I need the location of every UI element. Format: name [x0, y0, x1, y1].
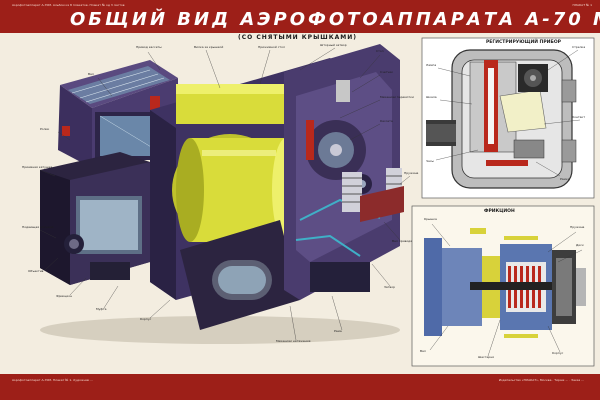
friction-inset: [411, 205, 595, 367]
footer-fine-right: Издательство «ПЛАКАТ», Москва · Тираж ..…: [498, 378, 584, 382]
callout-label: Стол: [376, 49, 384, 53]
callout-label: Вилка за крышкой: [194, 45, 224, 49]
callout-label: Прижимной стол: [258, 45, 285, 49]
callout-label: Вал привода: [392, 239, 413, 243]
registrar-label: Стрелка: [572, 45, 586, 49]
registrar-label: Лампа: [426, 63, 437, 67]
callout-label: Затвор: [384, 285, 396, 289]
callout-label: Корпус: [140, 317, 152, 321]
registrar-label: Контакт: [572, 115, 586, 119]
top-banner: Аэрофотоаппарат А-70М. Альбом из 8 плака…: [0, 0, 600, 33]
callout-label: Подающая катушка: [22, 225, 54, 229]
friction-label: Диск: [576, 243, 584, 247]
registrar-label: Рамка: [560, 177, 570, 181]
callout-label: Шторный затвор: [320, 43, 347, 47]
callout-label: Кассета: [380, 119, 393, 123]
bottom-banner: Аэрофотоаппарат А-70М. Плакат № 1. Худож…: [0, 374, 600, 400]
header-fine-left: Аэрофотоаппарат А-70М. Альбом из 8 плака…: [12, 3, 125, 7]
poster-title: ОБЩИЙ ВИД АЭРОФОТОАППАРАТА А-70 М: [70, 9, 600, 30]
callout-label: Муфта: [96, 307, 107, 311]
leader-lines: [39, 47, 411, 341]
friction-label: Корпус: [552, 351, 564, 355]
header-fine-right: ПЛАКАТ № 1: [572, 3, 592, 7]
callout-label: Рама: [334, 329, 342, 333]
callout-label: Фрикцион: [56, 294, 73, 298]
callout-label: Ролик: [40, 127, 50, 131]
callout-label: Привод кассеты: [136, 45, 162, 49]
registrar-label: Часы: [426, 159, 434, 163]
friction-label: Шестерня: [478, 355, 494, 359]
callout-label: Приемная катушка: [22, 165, 53, 169]
callout-label: Объектив: [28, 269, 44, 273]
friction-panel-title: ФРИКЦИОН: [484, 209, 515, 214]
footer-fine-left: Аэрофотоаппарат А-70М. Плакат № 1. Худож…: [12, 378, 94, 382]
registrar-label: Шкала: [426, 95, 437, 99]
callout-label: Вал: [88, 72, 94, 76]
poster-subtitle: (СО СНЯТЫМИ КРЫШКАМИ): [238, 34, 357, 41]
callout-label: Механизм перемотки: [380, 95, 414, 99]
spring-assembly: [342, 168, 404, 222]
camera-body-left: [40, 152, 150, 285]
friction-label: Вал: [420, 349, 426, 353]
callout-label: Механизм натяжения: [276, 339, 311, 343]
registrar-panel-title: РЕГИСТРИРУЮЩИЙ ПРИБОР: [486, 40, 561, 45]
friction-label: Крышка: [424, 217, 437, 221]
callout-label: Счетчик: [380, 70, 393, 74]
friction-label: Пружина: [570, 225, 585, 229]
callout-label: Пружина: [404, 171, 419, 175]
registrar-inset: [421, 37, 595, 199]
